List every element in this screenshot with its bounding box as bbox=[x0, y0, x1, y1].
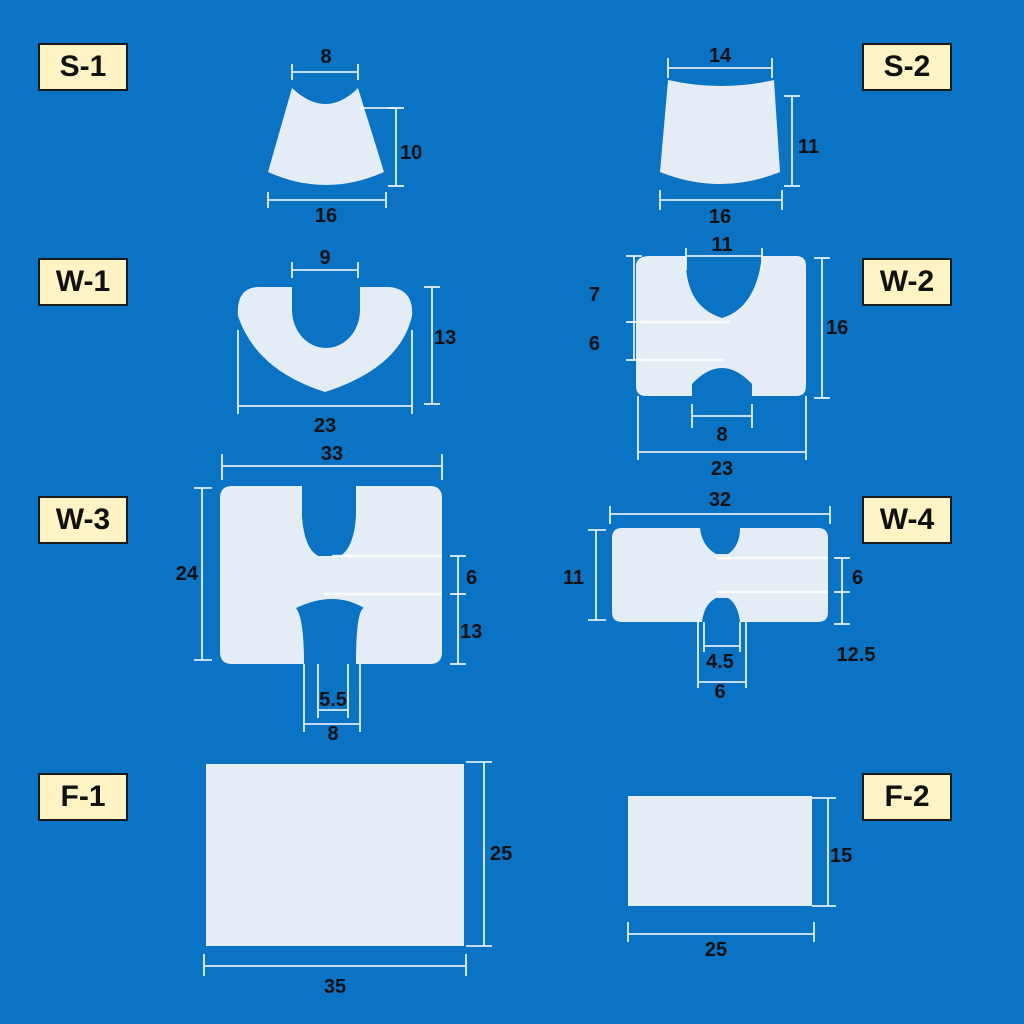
dim-w3-right-upper: 6 bbox=[466, 567, 477, 589]
piece-w3-shape bbox=[220, 486, 442, 664]
dim-w3-right-lower: 13 bbox=[460, 621, 482, 643]
dim-w2-slot: 8 bbox=[716, 424, 727, 446]
dim-w3-slot-inner: 5.5 bbox=[319, 689, 347, 711]
dim-w2-left-upper: 7 bbox=[589, 284, 600, 306]
dim-w4-right-upper: 6 bbox=[852, 567, 863, 589]
dim-f1-height: 25 bbox=[490, 843, 512, 865]
dim-w2-left-lower: 6 bbox=[589, 333, 600, 355]
label-w2: W-2 bbox=[862, 258, 952, 306]
piece-s1-shape bbox=[268, 88, 384, 185]
label-w4: W-4 bbox=[862, 496, 952, 544]
piece-w1: 9 13 23 bbox=[237, 247, 456, 437]
piece-s1: 8 10 16 bbox=[267, 46, 422, 227]
dim-f1-bottom: 35 bbox=[324, 976, 346, 998]
dim-w1-height: 13 bbox=[434, 327, 456, 349]
label-f1: F-1 bbox=[38, 773, 128, 821]
dim-s2-height: 11 bbox=[798, 136, 819, 158]
piece-w4-shape bbox=[612, 528, 828, 622]
piece-w3: 33 24 6 13 5.5 8 bbox=[176, 443, 483, 745]
dim-w1-bottom: 23 bbox=[314, 415, 336, 437]
dim-s2-bottom: 16 bbox=[709, 206, 731, 228]
piece-s2-shape bbox=[660, 80, 780, 184]
dim-w4-slot-outer: 6 bbox=[714, 681, 725, 703]
dim-w3-height: 24 bbox=[176, 563, 199, 585]
piece-w2: 11 7 6 16 8 23 bbox=[589, 234, 848, 480]
dim-s1-top: 8 bbox=[320, 46, 331, 68]
dim-w4-right-lower: 12.5 bbox=[837, 644, 876, 666]
label-s1: S-1 bbox=[38, 43, 128, 91]
label-f2: F-2 bbox=[862, 773, 952, 821]
label-w3: W-3 bbox=[38, 496, 128, 544]
dim-w4-height: 11 bbox=[563, 567, 584, 589]
dim-f2-height: 15 bbox=[830, 845, 852, 867]
dim-f2-bottom: 25 bbox=[705, 939, 727, 961]
label-w1: W-1 bbox=[38, 258, 128, 306]
dim-w4-slot-inner: 4.5 bbox=[706, 651, 734, 673]
dim-w1-top: 9 bbox=[319, 247, 330, 269]
piece-f2-shape bbox=[628, 796, 812, 906]
dim-w4-top: 32 bbox=[709, 489, 731, 511]
dim-w2-top: 11 bbox=[711, 234, 732, 256]
dim-w3-top: 33 bbox=[321, 443, 343, 465]
label-s2: S-2 bbox=[862, 43, 952, 91]
piece-f1-shape bbox=[206, 764, 464, 946]
piece-w4: 32 11 6 12.5 4.5 6 bbox=[563, 489, 876, 703]
dim-w2-bottom: 23 bbox=[711, 458, 733, 480]
dim-w2-height: 16 bbox=[826, 317, 848, 339]
dim-s2-top: 14 bbox=[709, 45, 732, 67]
dim-s1-bottom: 16 bbox=[315, 205, 337, 227]
dim-s1-height: 10 bbox=[400, 142, 422, 164]
piece-w1-shape bbox=[237, 287, 413, 392]
piece-s2: 14 11 16 bbox=[659, 45, 819, 228]
piece-w2-shape bbox=[636, 256, 806, 396]
piece-f2: 15 25 bbox=[627, 796, 852, 961]
dim-w3-slot-outer: 8 bbox=[327, 723, 338, 745]
piece-f1: 25 35 bbox=[203, 761, 512, 998]
